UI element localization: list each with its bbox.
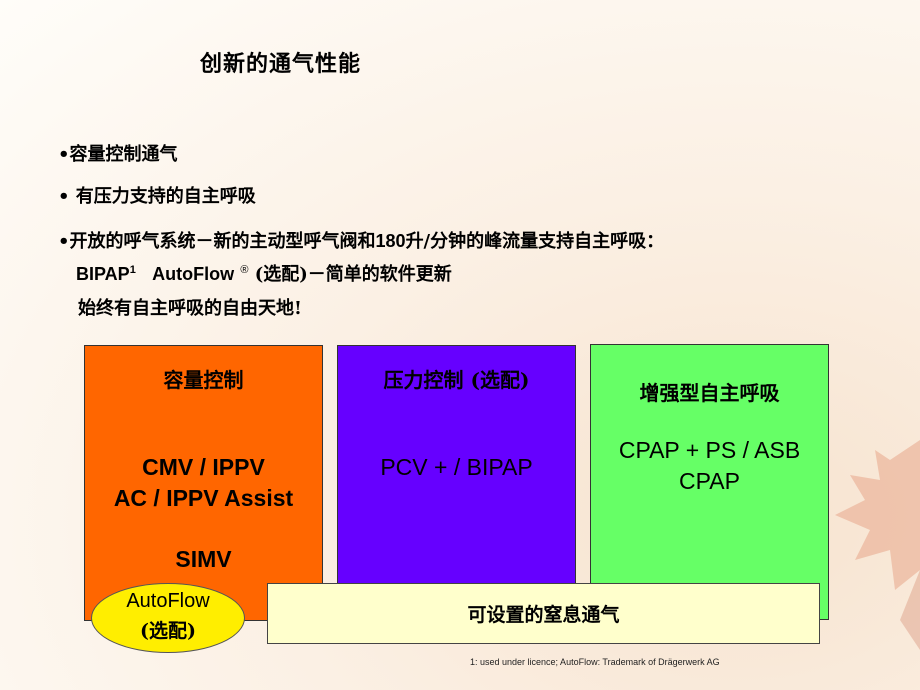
registered-mark: ®: [240, 264, 249, 276]
trademark-footnote: 1: used under licence; AutoFlow: Tradema…: [470, 657, 720, 667]
bullet-open-system-text: •开放的呼气系统－新的主动型呼气阀和: [58, 231, 376, 252]
pressure-control-box: 压力控制 (选配) PCV + / BIPAP: [337, 345, 576, 590]
bipap-label: BIPAP: [76, 264, 130, 284]
autoflow-badge-optional: (选配): [140, 620, 196, 642]
apnea-ventilation-box: 可设置的窒息通气: [267, 583, 820, 644]
bullet-freedom: 始终有自主呼吸的自由天地!: [78, 298, 302, 319]
mode-simv: SIMV: [175, 546, 232, 572]
bullet-pressure-support: • 有压力支持的自主呼吸: [58, 186, 256, 207]
bullet-open-system: •开放的呼气系统－新的主动型呼气阀和180升/分钟的峰流量支持自主呼吸：: [58, 227, 664, 253]
bullet-volume-control: •容量控制通气: [58, 144, 178, 165]
volume-control-box: 容量控制 CMV / IPPV AC / IPPV Assist SIMV: [84, 345, 323, 621]
autoflow-badge-label: AutoFlow: [126, 590, 210, 612]
spontaneous-breathing-box: 增强型自主呼吸 CPAP + PS / ASB CPAP: [590, 344, 829, 620]
slide-title: 创新的通气性能: [200, 51, 362, 77]
footnote-marker: 1: [129, 264, 136, 276]
bullet-bipap-line: BIPAP1 AutoFlow ® (选配)－简单的软件更新: [76, 260, 452, 286]
maple-leaf-icon: [835, 440, 920, 650]
optional-label: (选配): [254, 264, 308, 285]
pressure-control-title: 压力控制 (选配): [383, 368, 530, 392]
volume-control-title: 容量控制: [163, 368, 244, 392]
flow-unit-text: 升/分钟的峰流量支持自主呼吸：: [405, 231, 665, 252]
mode-ac-ippv-assist: AC / IPPV Assist: [113, 485, 294, 511]
mode-cpap-ps-asb: CPAP + PS / ASB: [618, 437, 801, 463]
flow-number: 180: [375, 231, 406, 251]
mode-cpap: CPAP: [679, 468, 740, 494]
mode-pcv-bipap: PCV + / BIPAP: [380, 454, 533, 480]
autoflow-optional-badge: AutoFlow (选配): [91, 583, 245, 653]
software-update-text: －简单的软件更新: [307, 264, 452, 285]
spontaneous-breathing-title: 增强型自主呼吸: [639, 381, 780, 405]
autoflow-label: AutoFlow: [152, 264, 235, 284]
mode-cmv-ippv: CMV / IPPV: [142, 454, 265, 480]
